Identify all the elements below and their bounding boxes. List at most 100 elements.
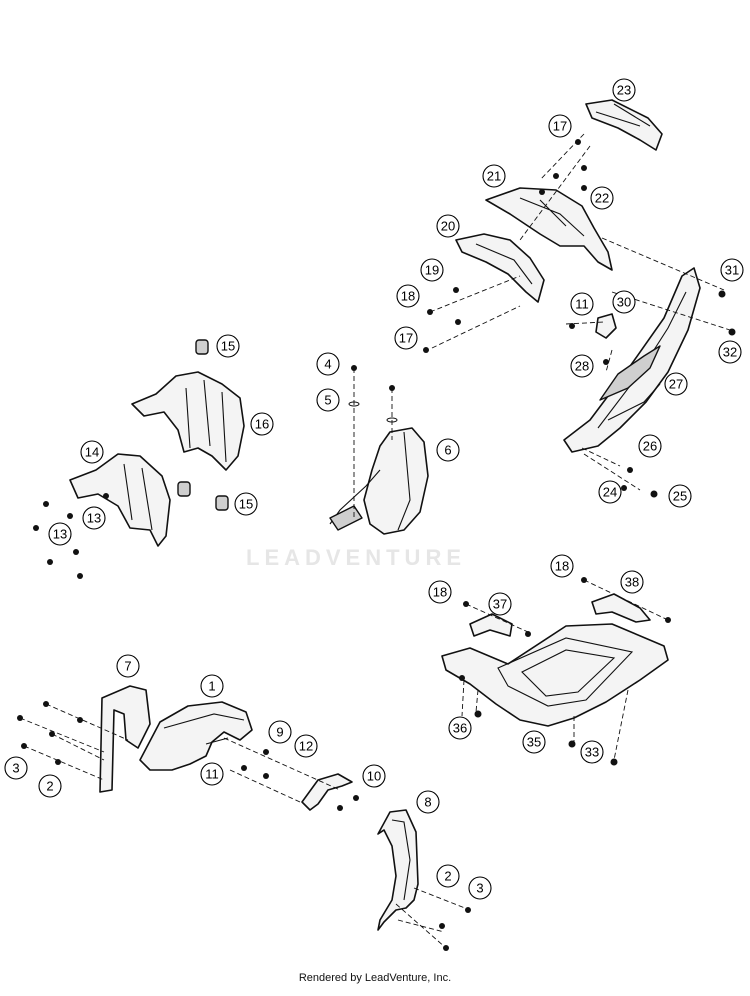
svg-text:37: 37	[493, 597, 507, 612]
svg-text:33: 33	[585, 745, 599, 760]
upper-right-bolts	[423, 139, 736, 498]
svg-text:5: 5	[324, 393, 331, 408]
callout-12: 12	[294, 734, 318, 758]
svg-text:20: 20	[441, 219, 455, 234]
part-6-shield	[329, 427, 429, 535]
svg-text:6: 6	[444, 443, 451, 458]
callout-35: 35	[522, 730, 546, 754]
svg-text:18: 18	[401, 289, 415, 304]
svg-text:19: 19	[425, 263, 439, 278]
svg-text:14: 14	[85, 445, 99, 460]
callout-27: 27	[664, 372, 688, 396]
part-20-lower-cowl	[455, 233, 545, 303]
callout-2-right: 2	[436, 864, 460, 888]
svg-text:26: 26	[643, 439, 657, 454]
svg-text:13: 13	[87, 511, 101, 526]
bushings-15	[177, 481, 229, 511]
svg-text:8: 8	[424, 795, 431, 810]
svg-text:32: 32	[723, 345, 737, 360]
svg-text:24: 24	[603, 485, 617, 500]
callout-7: 7	[116, 654, 140, 678]
callout-26: 26	[638, 434, 662, 458]
callout-18-floor-right: 18	[550, 554, 574, 578]
svg-text:10: 10	[367, 769, 381, 784]
svg-text:11: 11	[575, 297, 589, 312]
part-1-fender	[139, 701, 253, 771]
svg-text:21: 21	[487, 169, 501, 184]
svg-text:22: 22	[595, 191, 609, 206]
svg-text:31: 31	[725, 263, 739, 278]
callout-5: 5	[316, 388, 340, 412]
callout-37: 37	[488, 592, 512, 616]
part-37-bracket	[469, 613, 513, 637]
svg-text:23: 23	[617, 83, 631, 98]
svg-text:15: 15	[239, 497, 253, 512]
svg-text:27: 27	[669, 377, 683, 392]
callout-18-upper: 18	[396, 284, 420, 308]
svg-text:7: 7	[124, 659, 131, 674]
part-12-disc-guard	[301, 773, 353, 811]
part-7-bracket	[99, 685, 151, 793]
svg-text:18: 18	[433, 585, 447, 600]
part-30-clip	[595, 313, 617, 339]
svg-text:30: 30	[617, 295, 631, 310]
svg-text:25: 25	[673, 489, 687, 504]
callout-25: 25	[668, 484, 692, 508]
callout-9: 9	[268, 720, 292, 744]
svg-text:15: 15	[221, 339, 235, 354]
svg-text:4: 4	[324, 357, 331, 372]
callout-24: 24	[598, 480, 622, 504]
callout-20: 20	[436, 214, 460, 238]
callout-16: 16	[250, 412, 274, 436]
svg-text:18: 18	[555, 559, 569, 574]
watermark-text: LEADVENTURE	[246, 545, 466, 570]
svg-text:3: 3	[12, 761, 19, 776]
callout-3-right: 3	[468, 876, 492, 900]
svg-text:35: 35	[527, 735, 541, 750]
callout-14: 14	[80, 440, 104, 464]
callout-28: 28	[570, 354, 594, 378]
svg-text:28: 28	[575, 359, 589, 374]
callout-13-b: 13	[48, 522, 72, 546]
svg-text:36: 36	[453, 721, 467, 736]
footer-credit: Rendered by LeadVenture, Inc.	[298, 972, 452, 984]
part-35-floorboard	[441, 623, 669, 727]
svg-text:17: 17	[399, 331, 413, 346]
callout-4: 4	[316, 352, 340, 376]
callout-15-top: 15	[216, 334, 240, 358]
callout-3-left: 3	[4, 756, 28, 780]
callout-2-left: 2	[38, 774, 62, 798]
callout-38: 38	[620, 570, 644, 594]
callout-17-top: 17	[548, 114, 572, 138]
callout-13-a: 13	[82, 506, 106, 530]
callout-31: 31	[720, 258, 744, 282]
part-21-cowl	[485, 187, 613, 271]
callout-21: 21	[482, 164, 506, 188]
callout-32: 32	[718, 340, 742, 364]
callout-33: 33	[580, 740, 604, 764]
part-16-bracket	[131, 339, 245, 471]
svg-text:38: 38	[625, 575, 639, 590]
part-27-side-rail	[563, 267, 701, 453]
callout-1: 1	[200, 674, 224, 698]
callout-22: 22	[590, 186, 614, 210]
svg-text:1: 1	[208, 679, 215, 694]
svg-text:9: 9	[276, 725, 283, 740]
callout-6: 6	[436, 438, 460, 462]
callout-36: 36	[448, 716, 472, 740]
callout-8: 8	[416, 790, 440, 814]
callout-11-upper: 11	[570, 292, 594, 316]
svg-text:13: 13	[53, 527, 67, 542]
svg-text:11: 11	[205, 767, 219, 782]
callout-10: 10	[362, 764, 386, 788]
part-38-bracket	[591, 593, 651, 623]
svg-text:2: 2	[46, 779, 53, 794]
part-14-bracket	[69, 453, 171, 547]
svg-text:16: 16	[255, 417, 269, 432]
callout-11-lower: 11	[200, 762, 224, 786]
lower-bolts	[17, 701, 471, 951]
callout-17-lower: 17	[394, 326, 418, 350]
floorboard-bolts	[459, 577, 671, 766]
callout-30: 30	[612, 290, 636, 314]
svg-text:17: 17	[553, 119, 567, 134]
